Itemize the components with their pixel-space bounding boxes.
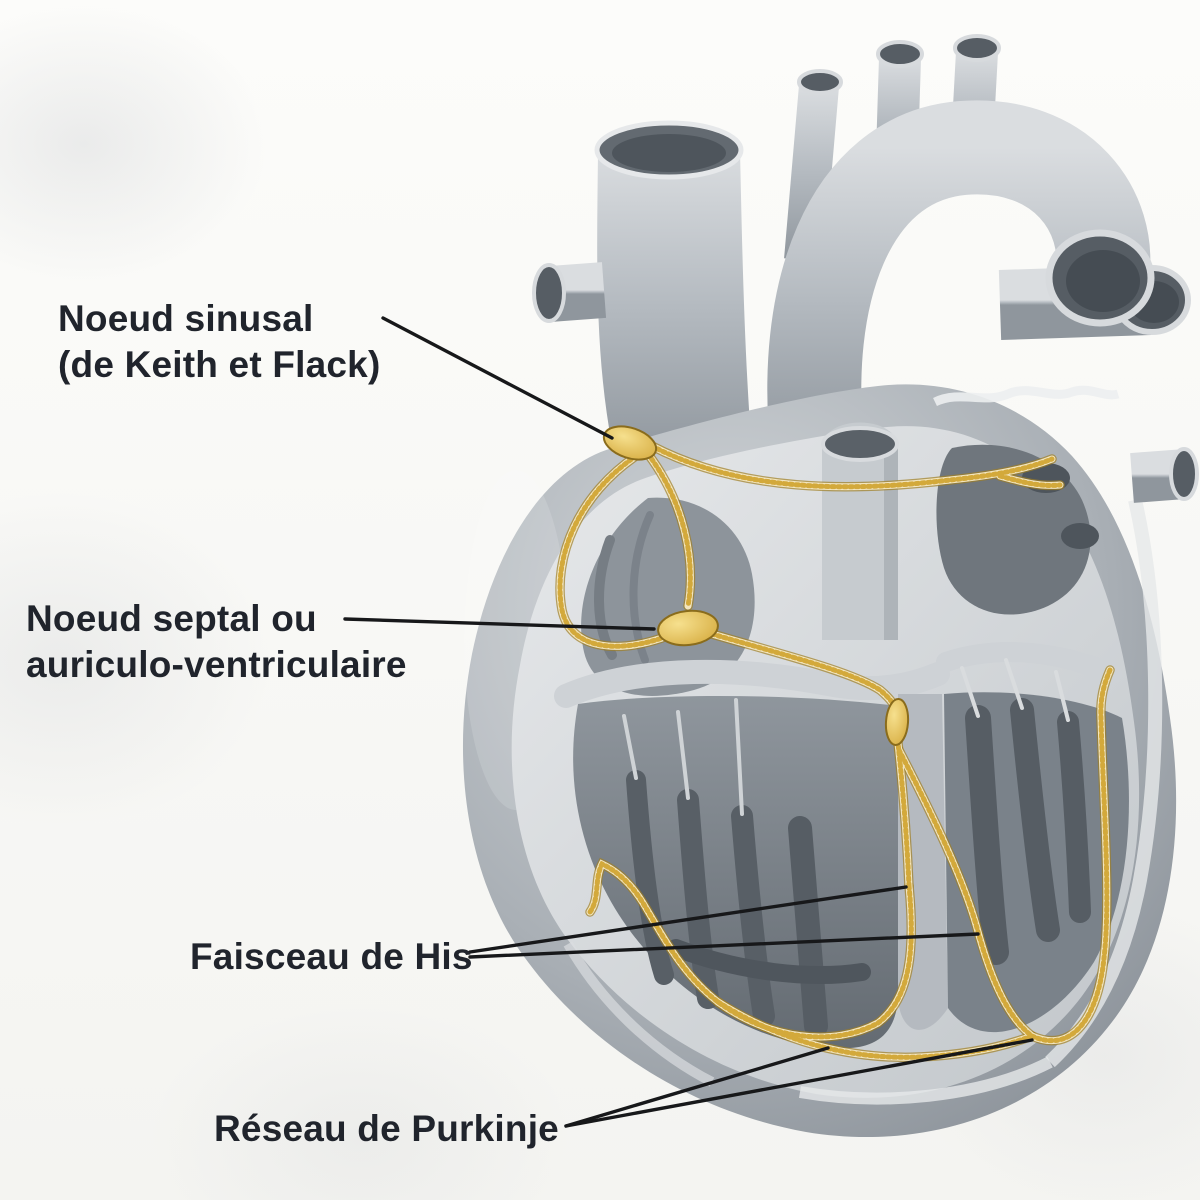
root-rim <box>821 426 899 462</box>
svc-lumen <box>612 134 726 172</box>
label-sinus-node-line1: Noeud sinusal <box>58 298 314 339</box>
aortic-root <box>822 422 898 640</box>
label-his-bundle: Faisceau de His <box>190 934 473 980</box>
leader-purkinje-left <box>564 1046 830 1128</box>
vessel-rim <box>876 40 924 68</box>
aortic-arch <box>767 100 1151 499</box>
leader-lines <box>343 316 1034 1128</box>
label-av-node-line2: auriculo-ventriculaire <box>26 643 407 685</box>
vessel-opening <box>534 265 564 321</box>
aorta-rim <box>1045 229 1155 327</box>
heart-chambers <box>554 422 1199 1087</box>
pulmonary-vein-opening <box>1061 523 1099 549</box>
tricuspid-valve <box>554 659 950 708</box>
rv-trabeculae <box>622 698 871 1038</box>
label-purkinje: Réseau de Purkinje <box>214 1106 559 1152</box>
lv-papillary-muscles <box>960 658 1091 965</box>
vessel-opening <box>878 42 922 66</box>
leader-his-left <box>468 885 908 954</box>
aortic-root-shade <box>884 439 898 640</box>
apex-fold <box>563 941 715 1087</box>
pericardial-frill-bottom <box>798 1056 1053 1105</box>
vessel-opening <box>1171 449 1197 499</box>
vessel-rim <box>532 263 566 323</box>
svc-rim <box>594 120 744 180</box>
label-sinus-node-line2: (de Keith et Flack) <box>58 343 381 385</box>
vessel-rim <box>1169 447 1199 501</box>
vessel-opening <box>799 71 841 93</box>
root-opening <box>823 428 897 460</box>
vessel-opening <box>955 36 999 60</box>
leader-his-right <box>468 932 980 959</box>
mitral-valve <box>936 642 1122 684</box>
leader-av-node <box>343 617 656 631</box>
his-bundle-node-marker <box>884 698 910 746</box>
vessel-rim <box>953 34 1001 62</box>
leader-sinus-node <box>381 316 614 440</box>
label-his-bundle-line1: Faisceau de His <box>190 936 473 977</box>
great-vessels <box>532 34 1191 499</box>
aorta-lumen <box>1066 250 1140 312</box>
label-sinus-node: Noeud sinusal (de Keith et Flack) <box>58 296 380 388</box>
leader-purkinje-right <box>564 1038 1034 1128</box>
label-av-node: Noeud septal ou auriculo-ventriculaire <box>26 596 407 688</box>
av-node-marker <box>657 609 719 647</box>
vessel-rim <box>797 69 843 95</box>
superior-vena-cava <box>597 150 752 464</box>
pericardial-frill-top <box>933 385 1120 407</box>
label-purkinje-line1: Réseau de Purkinje <box>214 1108 559 1149</box>
label-av-node-line1: Noeud septal ou <box>26 598 317 639</box>
